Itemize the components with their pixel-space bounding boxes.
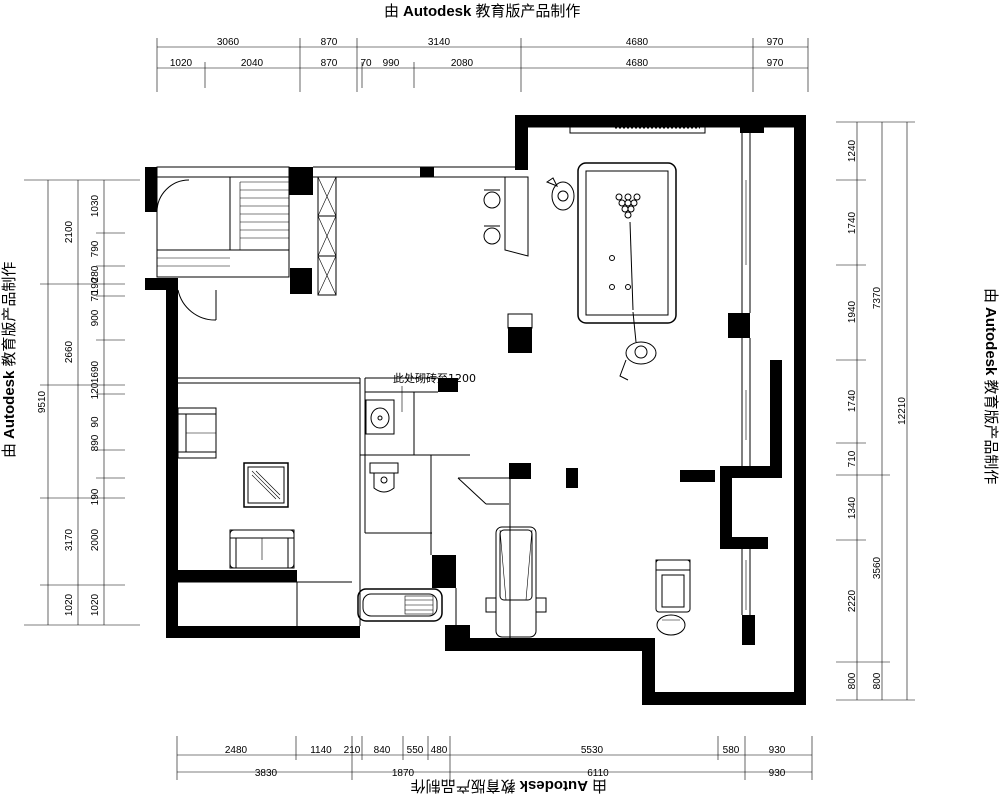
dim-text: 2080 — [451, 58, 474, 69]
dim-text: 5530 — [581, 745, 604, 756]
dim-text: 120 — [90, 382, 101, 399]
watermark-bottom: 由Autodesk教育版产品制作 — [411, 777, 607, 795]
dim-text: 870 — [321, 58, 338, 69]
dim-text: 3560 — [872, 556, 883, 579]
dim-text: 1740 — [847, 211, 858, 234]
dim-text: 6110 — [587, 768, 609, 779]
dim-text: 12210 — [897, 397, 908, 425]
washbasin-icon — [365, 399, 395, 435]
dim-text: 190 — [90, 277, 101, 294]
svg-text:由Autodesk教育版产品制作: 由Autodesk教育版产品制作 — [982, 288, 1000, 484]
dim-text: 1020 — [170, 58, 193, 69]
dim-text: 550 — [407, 745, 424, 756]
partitions — [156, 126, 794, 638]
bar-counter — [483, 176, 529, 257]
dim-text: 970 — [767, 58, 784, 69]
dim-text: 1940 — [847, 300, 858, 323]
svg-text:由Autodesk教育版产品制作: 由Autodesk教育版产品制作 — [384, 2, 580, 20]
svg-text:由Autodesk教育版产品制作: 由Autodesk教育版产品制作 — [0, 262, 18, 458]
dim-text: 1870 — [392, 768, 415, 779]
person-icon — [545, 177, 575, 211]
dim-text: 2100 — [64, 220, 75, 243]
side-table — [507, 313, 533, 329]
sofa-icon — [229, 529, 295, 569]
light-fixture-icon — [569, 126, 706, 134]
dim-text: 1240 — [847, 139, 858, 162]
person-icon — [619, 311, 657, 381]
dim-text: 3140 — [428, 37, 451, 48]
dim-text: 4680 — [626, 58, 649, 69]
dim-text: 2660 — [64, 340, 75, 363]
bar-stool-icon — [483, 191, 501, 209]
dim-text: 4680 — [626, 37, 649, 48]
toilet-icon — [369, 462, 399, 493]
dim-text: 930 — [769, 745, 786, 756]
dim-text: 990 — [383, 58, 400, 69]
dim-text: 3830 — [255, 768, 278, 779]
bar-stool-icon — [483, 227, 501, 245]
dim-text: 190 — [90, 488, 101, 505]
dim-text: 3060 — [217, 37, 240, 48]
dim-text: 930 — [769, 768, 786, 779]
dim-text: 900 — [90, 309, 101, 326]
dim-text: 70 — [90, 290, 101, 302]
sofa-icon — [177, 407, 217, 459]
dim-text: 2040 — [241, 58, 264, 69]
dimension-right: 1240 1740 1940 1740 710 1340 2220 800 73… — [836, 121, 915, 701]
dim-text: 210 — [344, 745, 361, 756]
shower-door — [457, 477, 509, 505]
annotation-note: 此处砌砖至1200 — [393, 371, 476, 412]
dim-text: 280 — [90, 265, 101, 282]
billiard-table-icon — [577, 162, 677, 324]
armchair-icon — [655, 559, 691, 636]
dim-text: 800 — [847, 672, 858, 689]
dim-text: 710 — [847, 450, 858, 467]
shelving-unit — [317, 176, 337, 296]
watermark-left: 由Autodesk教育版产品制作 — [0, 262, 18, 458]
dim-text: 870 — [321, 37, 338, 48]
dim-text: 790 — [90, 240, 101, 257]
dim-text: 9510 — [37, 390, 48, 413]
dim-text: 1690 — [90, 360, 101, 383]
dim-text: 70 — [360, 58, 372, 69]
dim-text: 7370 — [872, 286, 883, 309]
dim-text: 840 — [374, 745, 391, 756]
dimension-top: 3060 870 3140 4680 970 1020 2040 870 70 … — [156, 37, 809, 92]
bathtub-icon — [357, 588, 443, 622]
dim-text: 1340 — [847, 496, 858, 519]
dim-text: 800 — [872, 672, 883, 689]
dim-text: 2000 — [90, 528, 101, 551]
dim-text: 90 — [90, 416, 101, 428]
dim-text: 890 — [90, 434, 101, 451]
dim-text: 1140 — [310, 745, 332, 756]
dim-text: 1030 — [90, 194, 101, 217]
dim-text: 1740 — [847, 389, 858, 412]
dim-text: 2220 — [847, 589, 858, 612]
dimension-left: 9510 2100 2660 3170 1020 1030 790 280 19… — [24, 179, 140, 626]
lounge-chair-icon — [485, 526, 547, 638]
dim-text: 3170 — [64, 528, 75, 551]
annotation-note-text: 此处砌砖至1200 — [393, 371, 476, 385]
svg-text:由Autodesk教育版产品制作: 由Autodesk教育版产品制作 — [411, 777, 607, 795]
dimension-bottom: 2480 1140 210 840 550 480 5530 580 930 3… — [176, 736, 813, 780]
dim-text: 970 — [767, 37, 784, 48]
watermark-right: 由Autodesk教育版产品制作 — [982, 288, 1000, 484]
coffee-table-icon — [243, 462, 289, 508]
dim-text: 1020 — [90, 593, 101, 616]
dim-text: 1020 — [64, 593, 75, 616]
staircase — [156, 176, 290, 321]
dim-text: 2480 — [225, 745, 248, 756]
walls — [145, 115, 806, 705]
dim-text: 480 — [431, 745, 448, 756]
dim-text: 580 — [723, 745, 740, 756]
